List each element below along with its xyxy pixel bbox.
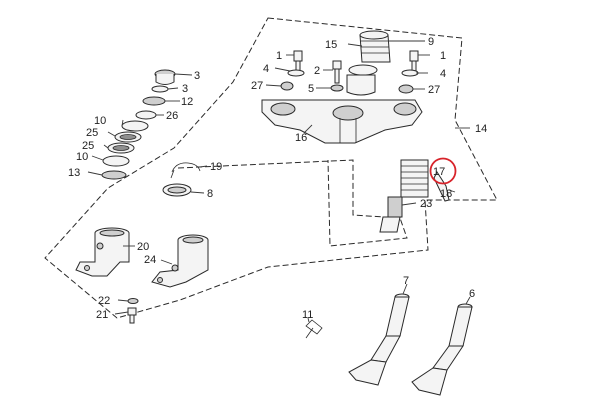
upper-ball-bearing [114, 131, 142, 143]
label-19: 19 [210, 161, 222, 173]
retaining-clip [170, 162, 201, 179]
label-1-right: 1 [440, 50, 446, 62]
slider-housing-left [75, 227, 130, 277]
label-10-top: 10 [94, 115, 106, 127]
damper-rod [379, 196, 403, 233]
nut-right [398, 84, 414, 94]
label-5: 5 [308, 83, 314, 95]
fork-spring [400, 159, 429, 198]
leader-lines [87, 40, 471, 323]
part-number-labels: 1 15 9 1 4 2 4 27 5 27 16 14 3 3 12 26 1… [68, 36, 487, 321]
washer-right [401, 69, 419, 77]
slider-housing-right [151, 234, 209, 288]
upper-race [121, 120, 149, 132]
upper-assembly-outline [44, 17, 498, 319]
label-23: 23 [420, 198, 432, 210]
lower-race [102, 155, 130, 167]
label-15: 15 [325, 39, 337, 51]
fork-tube-left [348, 293, 410, 386]
inner-recess-outline [177, 159, 408, 247]
label-3-second: 3 [182, 83, 188, 95]
adjust-nut [142, 96, 166, 106]
label-1-left: 1 [276, 50, 282, 62]
lower-bracket [261, 99, 423, 144]
dust-seal [135, 110, 157, 120]
label-26: 26 [166, 110, 178, 122]
drain-bolt [127, 307, 137, 324]
label-25-top: 25 [86, 127, 98, 139]
label-20: 20 [137, 241, 149, 253]
label-25-bottom: 25 [82, 140, 94, 152]
label-13: 13 [68, 167, 80, 179]
part-17-highlight-circle [429, 157, 457, 185]
label-12: 12 [181, 96, 193, 108]
bottom-race [101, 170, 127, 180]
label-2: 2 [314, 65, 320, 77]
label-14: 14 [475, 123, 487, 135]
label-9: 9 [428, 36, 434, 48]
drain-washer [127, 298, 139, 304]
label-3-top: 3 [194, 70, 200, 82]
label-24: 24 [144, 254, 156, 266]
washer-left [287, 69, 305, 77]
label-27-right: 27 [428, 84, 440, 96]
label-17: 17 [433, 166, 445, 178]
steering-stem-nut [359, 30, 391, 63]
small-clip [305, 319, 323, 339]
label-22: 22 [98, 295, 110, 307]
label-4-left: 4 [263, 63, 269, 75]
stem-collar [346, 74, 376, 96]
label-11: 11 [302, 309, 313, 321]
label-7: 7 [403, 275, 409, 287]
label-27-left: 27 [251, 80, 263, 92]
label-16: 16 [295, 132, 307, 144]
oil-seal-ring [162, 183, 192, 197]
label-18: 18 [440, 188, 452, 200]
label-4-right: 4 [440, 68, 446, 80]
fork-tube-right [411, 303, 473, 396]
stem-bolt [330, 60, 344, 92]
nut-left [280, 81, 294, 91]
label-10-bottom: 10 [76, 151, 88, 163]
lock-washer [151, 85, 169, 93]
bearing-nut-top [154, 69, 176, 85]
top-bolt-left [293, 50, 303, 72]
seal-ring [348, 64, 378, 76]
top-bolt-right [409, 50, 419, 72]
lower-ball-bearing [107, 142, 135, 154]
label-8: 8 [207, 188, 213, 200]
label-21: 21 [96, 309, 108, 321]
label-6: 6 [469, 288, 475, 300]
